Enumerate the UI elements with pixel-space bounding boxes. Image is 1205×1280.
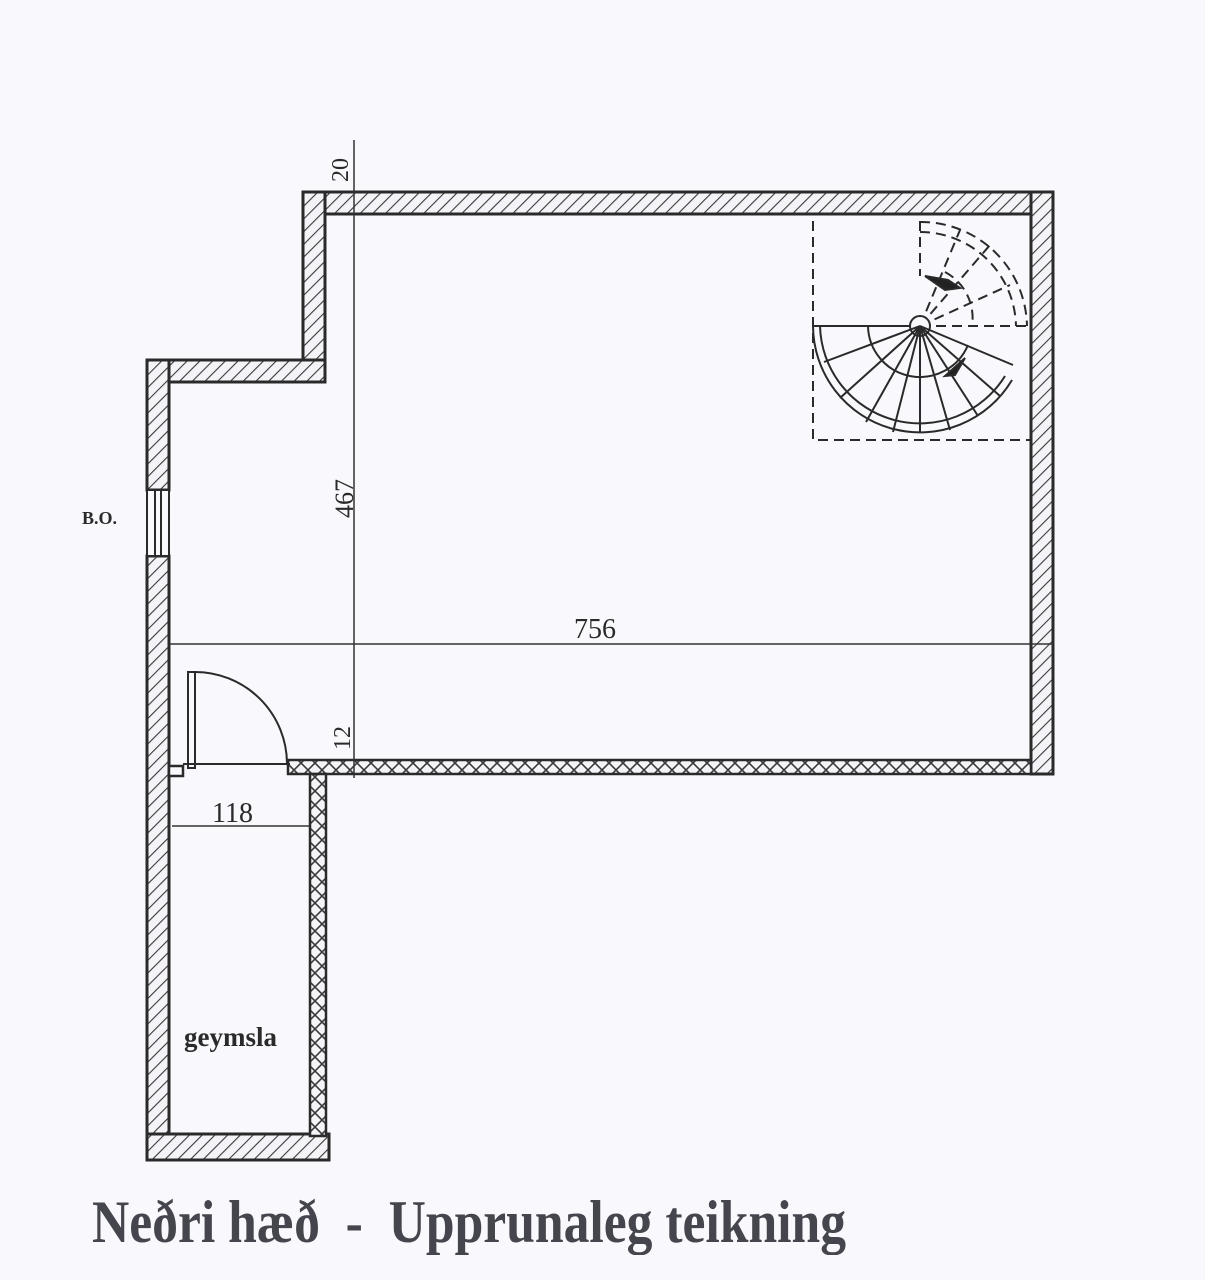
window-label: B.O. [82,508,118,528]
dimension-height: 467 [330,479,359,518]
spiral-staircase [812,220,1031,441]
door [183,671,290,769]
exterior-walls [145,190,1055,1162]
dimension-lines [169,140,1053,827]
drawing-title: Neðri hæð - Upprunaleg teikning [92,1189,847,1255]
dimension-storage-width: 118 [212,798,253,829]
dimension-wall-bottom: 12 [330,726,356,750]
window-opening [146,489,170,557]
dimension-wall-top: 20 [328,158,354,182]
dimension-width: 756 [574,614,616,645]
interior-partitions [167,758,1033,1138]
storage-room-label: geymsla [184,1022,277,1052]
